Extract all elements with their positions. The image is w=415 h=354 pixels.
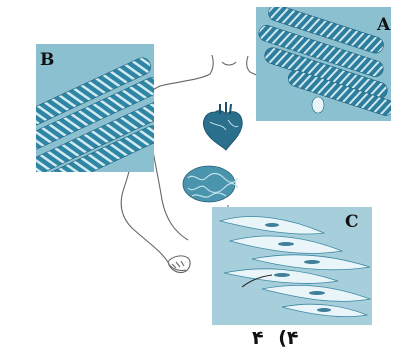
answer-option-value: ۴ <box>252 327 264 349</box>
label-a: A <box>377 15 390 35</box>
heart-icon <box>203 102 242 150</box>
label-c: C <box>345 212 359 232</box>
skeletal-muscle-fibers-icon <box>256 7 391 121</box>
intestine-icon <box>183 166 238 202</box>
answer-option: ۴ (۴ <box>252 327 307 349</box>
answer-option-number: (۴ <box>278 327 298 349</box>
label-b: B <box>40 50 54 70</box>
